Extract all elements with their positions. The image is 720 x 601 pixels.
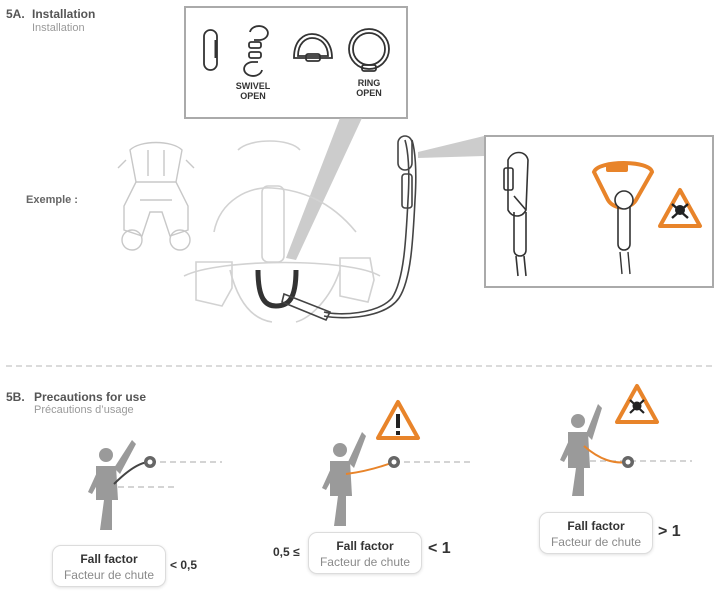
climber-figure-3 [560, 404, 602, 496]
fall-factor-box-3: Fall factor Facteur de chute [539, 512, 653, 554]
detail-panel [484, 135, 714, 288]
section-a-subtitle: Installation [32, 22, 85, 34]
fall-factor-value-2: < 1 [428, 540, 451, 557]
large-harness-illustration [183, 140, 381, 323]
fall-factor-value-1: < 0,5 [170, 558, 198, 572]
section-a-number: 5A. [6, 7, 25, 21]
fall-factor-title: Fall factor [567, 519, 625, 533]
correct-connection-illustration [503, 151, 529, 277]
incorrect-connection-illustration [591, 161, 655, 275]
fall-factor-box-2: Fall factor Facteur de chute [308, 532, 422, 574]
fall-factor-subtitle: Facteur de chute [63, 568, 155, 582]
climber-figure-2 [322, 432, 366, 526]
climber-figure-1 [88, 440, 136, 530]
fall-factor-value-3: > 1 [658, 523, 681, 540]
fall-factor-title: Fall factor [80, 552, 138, 566]
danger-skull-icon [615, 384, 659, 424]
section-b-title: Precautions for use [34, 390, 147, 404]
danger-skull-icon [658, 188, 702, 228]
warning-icon [376, 400, 420, 440]
example-label: Exemple : [26, 194, 78, 206]
fall-case-3 [560, 384, 692, 496]
section-b-subtitle: Précautions d’usage [34, 404, 134, 416]
small-harness-icon [117, 141, 195, 251]
connector-options-panel [184, 6, 408, 119]
fall-case-2 [322, 400, 470, 526]
lanyard [281, 135, 417, 322]
fall-factor-box-1: Fall factor Facteur de chute [52, 545, 166, 587]
fall-factor-prefix-2: 0,5 ≤ [273, 545, 300, 559]
ring-open-label: RING OPEN [356, 78, 382, 98]
fall-factor-subtitle: Facteur de chute [550, 535, 642, 549]
fall-factor-subtitle: Facteur de chute [319, 555, 411, 569]
oval-carabiner-icon [203, 29, 218, 71]
d-ring-icon [293, 33, 333, 62]
ring-icon [348, 28, 390, 72]
fall-case-1 [88, 440, 222, 530]
swivel-open-label: SWIVEL OPEN [235, 81, 271, 101]
section-a-title: Installation [32, 7, 96, 21]
panel-pointer [286, 118, 362, 260]
detail-pointer [418, 136, 484, 158]
belay-loop [255, 269, 299, 309]
section-b-number: 5B. [6, 390, 25, 404]
fall-factor-title: Fall factor [336, 539, 394, 553]
swivel-icon [243, 25, 269, 77]
